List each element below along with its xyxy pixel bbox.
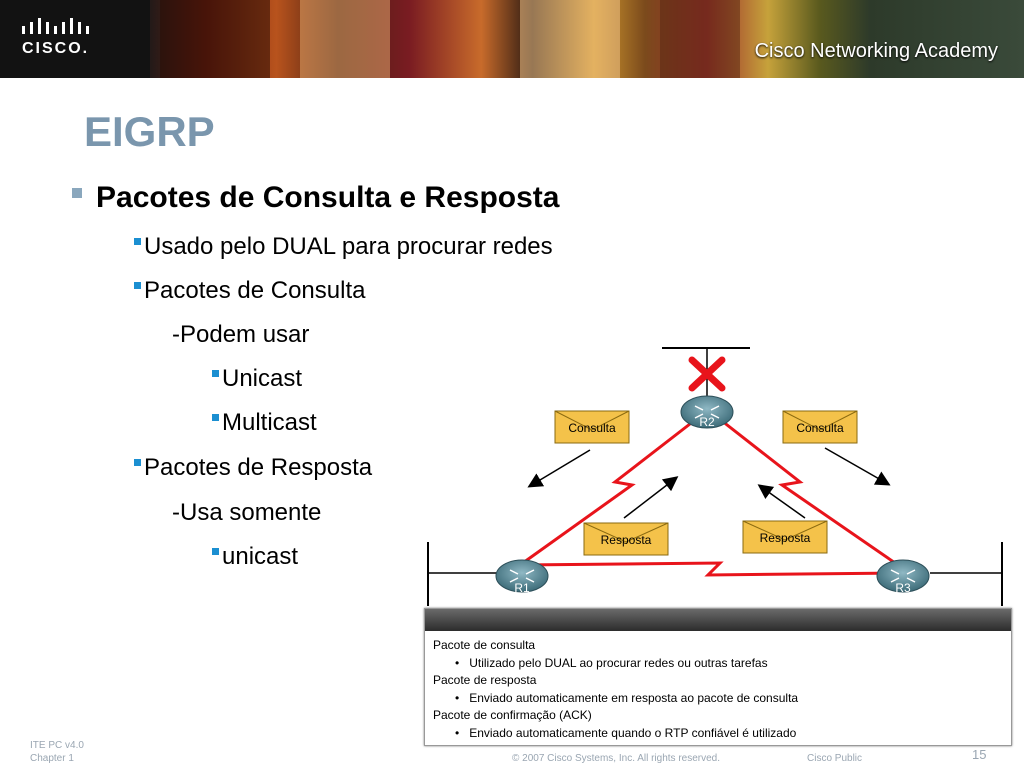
bullet-text: unicast bbox=[222, 543, 299, 570]
bullet-icon bbox=[134, 282, 141, 290]
envelope-resposta-left: Resposta bbox=[583, 522, 669, 556]
bullet-text: Pacotes de Consulta bbox=[144, 277, 366, 304]
network-diagram: Consulta Consulta Resposta Resposta R2 R… bbox=[427, 347, 1003, 606]
router-label: R3 bbox=[895, 581, 911, 595]
router-r1-icon: R1 bbox=[495, 559, 549, 595]
legend-title: Pacote de consulta bbox=[433, 638, 536, 652]
envelope-resposta-right: Resposta bbox=[742, 520, 828, 554]
envelope-consulta-right: Consulta bbox=[782, 410, 858, 444]
bullet-item: Pacotes de Resposta bbox=[134, 454, 372, 482]
envelope-label: Consulta bbox=[568, 421, 616, 435]
footer-classification: Cisco Public bbox=[807, 753, 863, 764]
arrow-consulta-left bbox=[527, 449, 591, 488]
main-heading: Pacotes de Consulta e Resposta bbox=[72, 181, 559, 215]
bullet-item: -Podem usar bbox=[172, 321, 309, 349]
legend-title: Pacote de resposta bbox=[433, 673, 537, 687]
cisco-logo-text: CISCO. bbox=[22, 40, 90, 57]
bullet-text: Unicast bbox=[222, 365, 303, 392]
bullet-icon bbox=[134, 238, 141, 246]
legend-title: Pacote de confirmação (ACK) bbox=[433, 708, 592, 722]
arrow-resposta-left bbox=[623, 476, 679, 519]
legend-header-bar bbox=[425, 609, 1011, 631]
envelope-label: Consulta bbox=[796, 421, 844, 435]
link-r1-r2 bbox=[519, 408, 709, 567]
banner-photo bbox=[160, 0, 270, 78]
bullet-text: Pacotes de Resposta bbox=[144, 454, 373, 481]
cisco-logo: CISCO. bbox=[0, 0, 150, 78]
academy-title: Cisco Networking Academy bbox=[754, 40, 998, 62]
bullet-square-icon bbox=[72, 188, 82, 199]
banner-photo bbox=[300, 0, 390, 78]
main-heading-text: Pacotes de Consulta e Resposta bbox=[96, 181, 560, 214]
legend-desc: Enviado automaticamente em resposta ao p… bbox=[433, 690, 1003, 708]
bullet-item: Pacotes de Consulta bbox=[134, 277, 365, 305]
bullet-item: unicast bbox=[212, 543, 298, 571]
router-r2-icon: R2 bbox=[680, 395, 734, 429]
legend-desc: Utilizado pelo DUAL ao procurar redes ou… bbox=[433, 655, 1003, 673]
bullet-item: Usado pelo DUAL para procurar redes bbox=[134, 233, 553, 261]
bullet-text: -Podem usar bbox=[172, 321, 310, 348]
bullet-item: Multicast bbox=[212, 409, 317, 437]
arrow-consulta-right bbox=[824, 447, 891, 486]
slide-title: EIGRP bbox=[84, 108, 215, 155]
envelope-label: Resposta bbox=[601, 533, 652, 547]
header-banner: CISCO. Cisco Networking Academy bbox=[0, 0, 1024, 78]
bullet-icon bbox=[212, 548, 219, 556]
banner-photo bbox=[660, 0, 740, 78]
cisco-bars-icon bbox=[22, 18, 89, 34]
bullet-text: Usado pelo DUAL para procurar redes bbox=[144, 233, 553, 260]
envelope-label: Resposta bbox=[760, 531, 811, 545]
footer-copyright: © 2007 Cisco Systems, Inc. All rights re… bbox=[512, 753, 721, 764]
footer-course: ITE PC v4.0 bbox=[30, 740, 84, 751]
envelope-consulta-left: Consulta bbox=[554, 410, 630, 444]
footer-chapter: Chapter 1 bbox=[30, 753, 74, 764]
bullet-text: Multicast bbox=[222, 409, 317, 436]
link-r2-r3 bbox=[707, 408, 899, 567]
bullet-icon bbox=[134, 459, 141, 467]
router-label: R1 bbox=[514, 581, 530, 595]
legend-desc: Enviado automaticamente quando o RTP con… bbox=[433, 725, 1003, 743]
bullet-icon bbox=[212, 370, 219, 378]
failure-x-icon bbox=[688, 356, 726, 392]
bullet-text: -Usa somente bbox=[172, 499, 322, 526]
packet-legend: Pacote de consulta Utilizado pelo DUAL a… bbox=[424, 608, 1012, 746]
link-r1-r3 bbox=[519, 561, 899, 577]
page-number: 15 bbox=[972, 747, 987, 762]
bullet-icon bbox=[212, 414, 219, 422]
banner-photo bbox=[520, 0, 620, 78]
arrow-resposta-right bbox=[757, 484, 806, 519]
bullet-item: Unicast bbox=[212, 365, 302, 393]
bullet-item: -Usa somente bbox=[172, 499, 321, 527]
router-r3-icon: R3 bbox=[876, 559, 930, 595]
router-label: R2 bbox=[699, 415, 715, 429]
